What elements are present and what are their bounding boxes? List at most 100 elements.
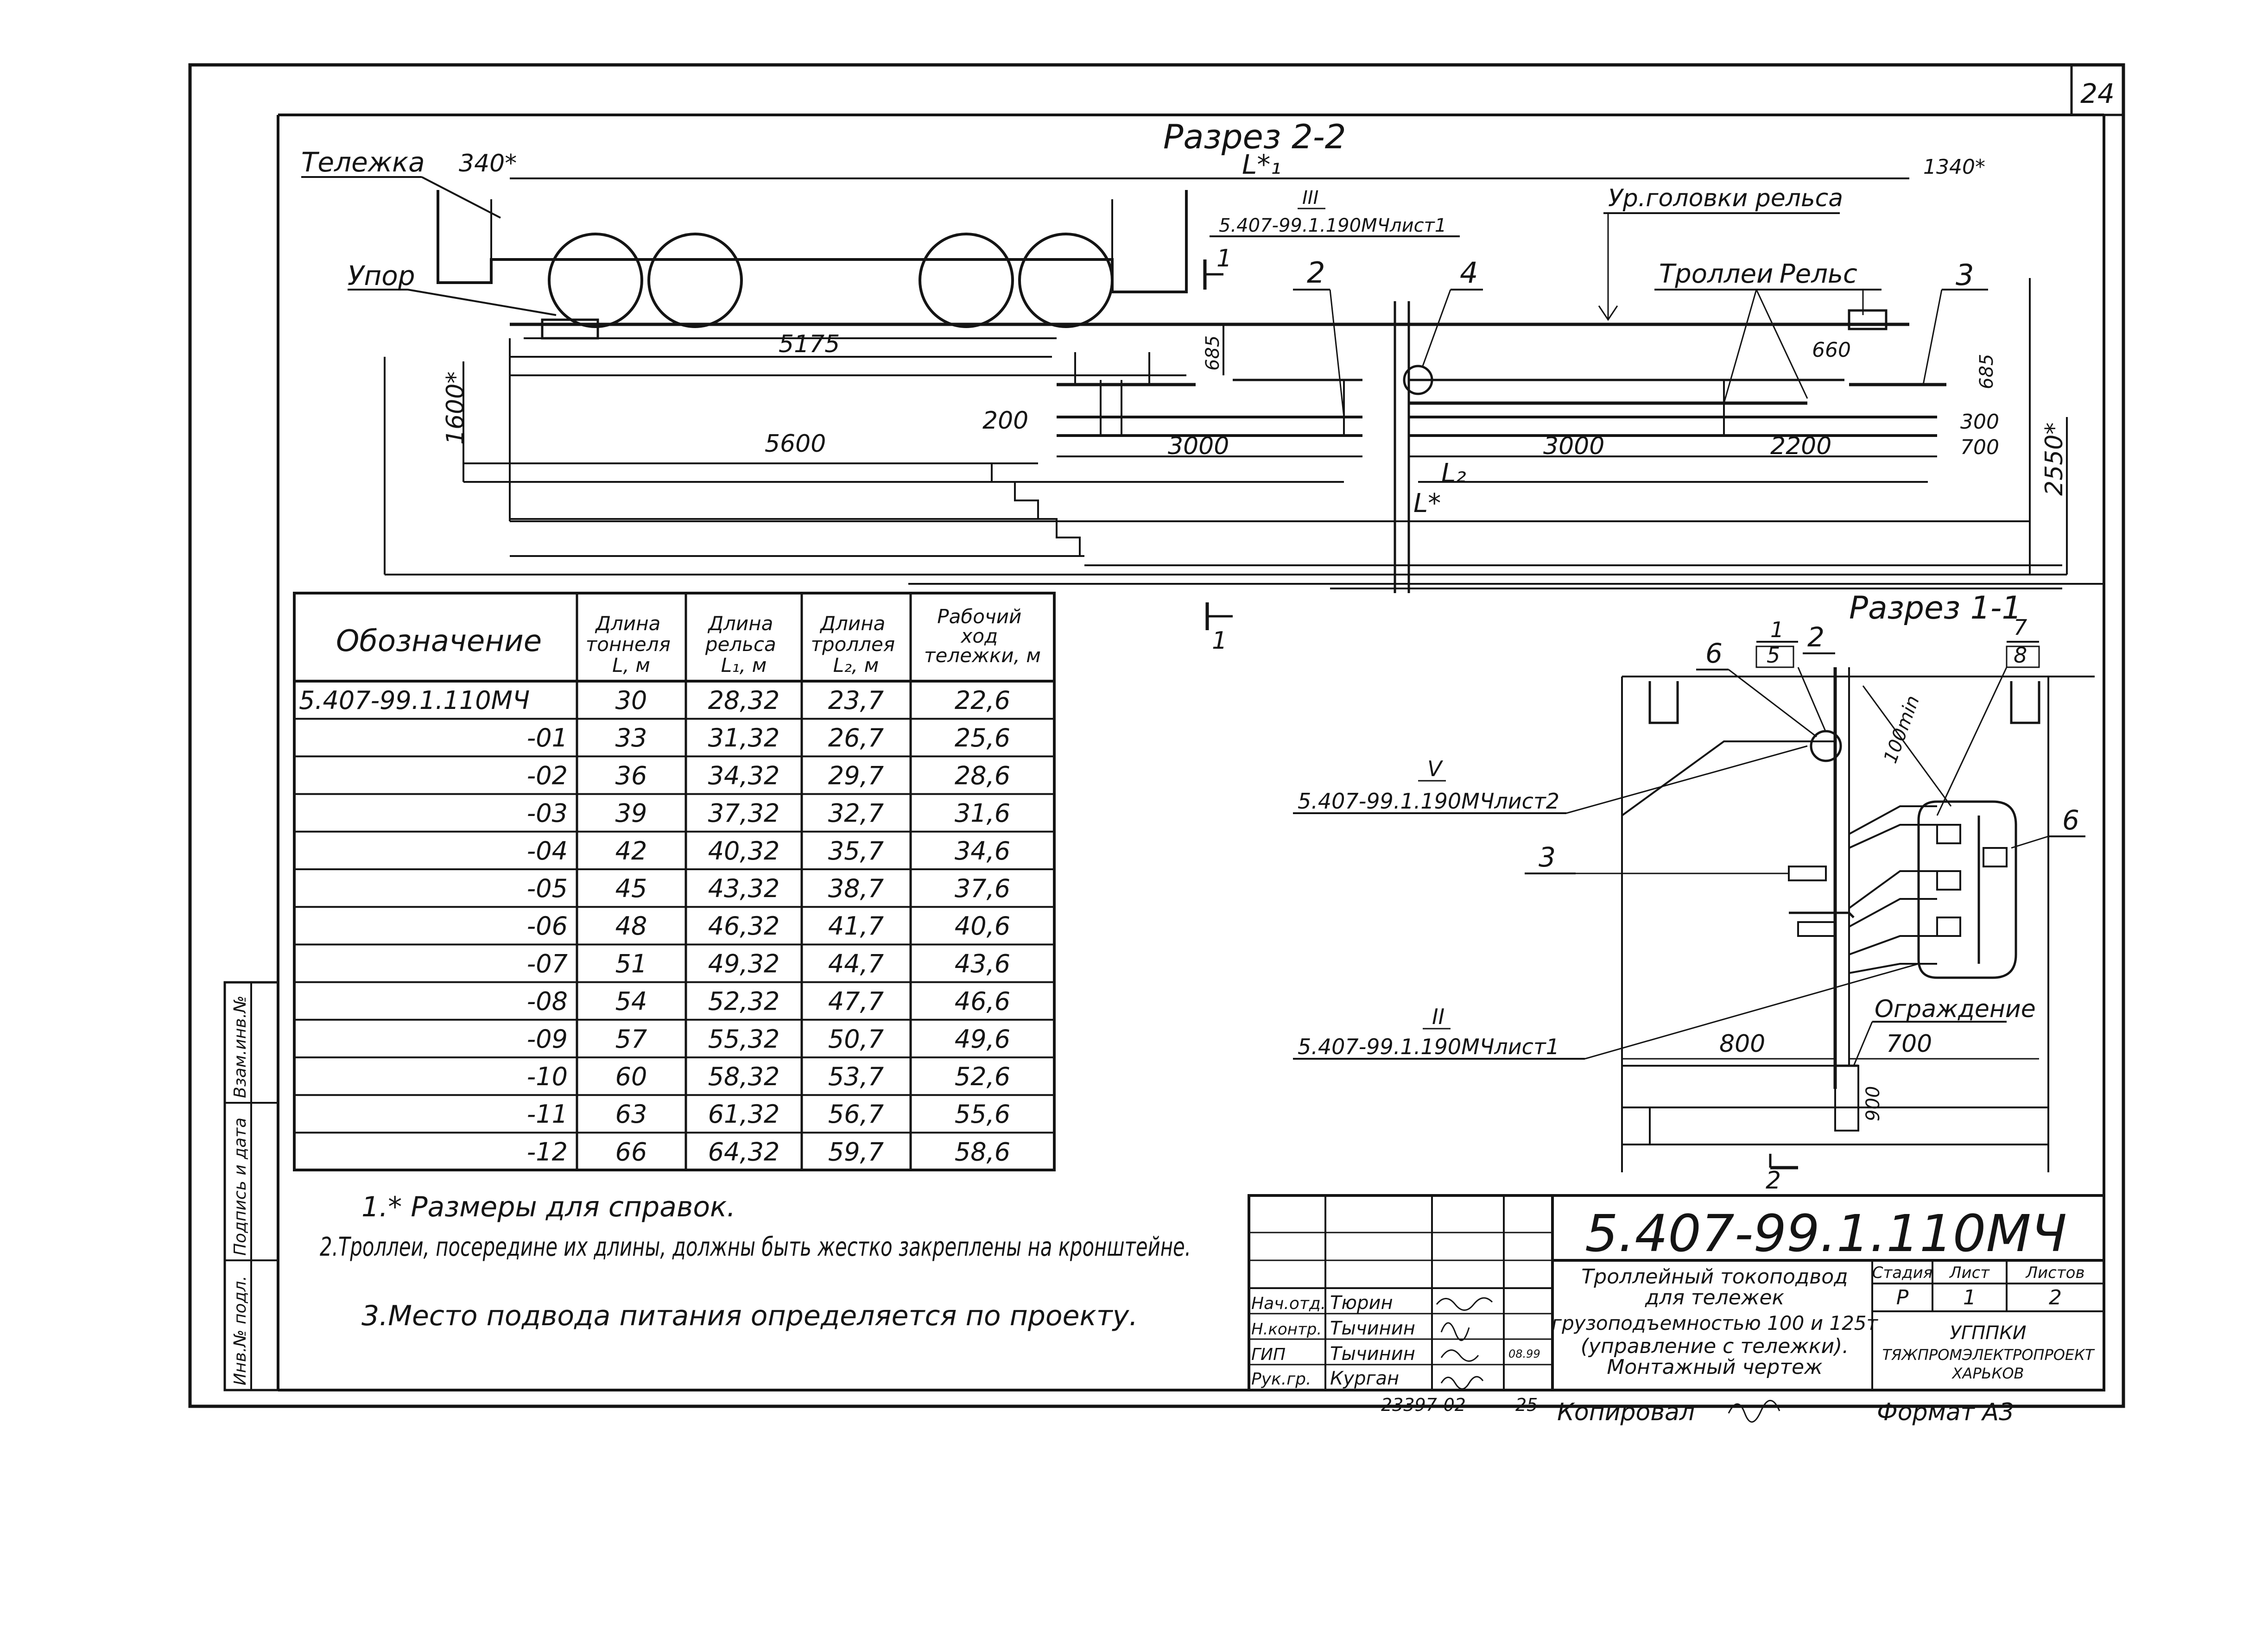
table-cell: 35,7 [828,836,884,866]
table-cell: 32,7 [828,799,884,828]
table-cell: 33 [615,723,647,752]
table-cell: 47,7 [828,987,884,1016]
section-2-2-title: Разрез 2-2 [1163,117,1346,156]
document-code: 5.407-99.1.110МЧ [1585,1204,2067,1263]
stamp-replace-label: Взам.инв.№ [231,995,250,1098]
section-mark-2: 2 [1766,1167,1781,1195]
dim-5175: 5175 [779,330,840,358]
table-cell: 34,6 [955,836,1010,866]
wheel-3 [919,233,1014,328]
trolleys-label: Троллеи [1659,259,1773,289]
dim-5600: 5600 [765,430,826,458]
table-cell: 22,6 [955,686,1010,715]
table-cell: 37,32 [708,799,780,828]
col-header-travel-l3: тележки, м [924,644,1041,667]
table-cell: 25,6 [955,723,1010,752]
dim-700-s1: 700 [1886,1030,1932,1058]
dim-685-right: 685 [1976,354,1997,389]
section-1-1-title: Разрез 1-1 [1849,590,2022,626]
callout-6-right: 6 [2062,804,2079,836]
table-cell: 49,6 [955,1024,1010,1054]
table-cell: 60 [615,1062,647,1091]
section-1-1: Разрез 1-1 100min [1293,590,2095,1195]
wheel-1 [548,233,643,328]
callout-7: 7 [2014,615,2027,640]
table-cell: -10 [527,1062,568,1091]
title-block: 5.407-99.1.110МЧ Троллейный токоподвод д… [1248,1194,2105,1391]
spacing-100min: 100min [1880,693,1924,766]
sheet-header: Лист [1949,1264,1990,1282]
dim-900: 900 [1863,1086,1884,1121]
col-header-travel-l2: ход [960,625,998,647]
dim-700: 700 [1960,436,1999,459]
wheel-4 [1018,233,1114,328]
table-cell: -09 [527,1024,568,1054]
sheets-header: Листов [2025,1264,2084,1282]
footer-format: Формат А3 [1877,1398,2014,1426]
stage-value: Р [1896,1286,1909,1309]
callout-1-bottom: 1 [1212,627,1227,655]
ref-ii-text: 5.407-99.1.190МЧлист1 [1298,1034,1559,1059]
table-cell: 51 [615,949,647,978]
callout-3: 3 [1956,258,1974,292]
stamp-inv-label: Инв.№ подл. [231,1276,250,1385]
wheel-2 [647,233,743,328]
note-3: 3.Место подвода питания определяется по … [361,1300,1138,1332]
col-header-rail-l2: рельса [705,633,776,656]
table-cell: 43,6 [955,949,1010,978]
table-cell: 38,7 [828,874,884,903]
section-2-2: Разрез 2-2 L*₁ Тележка 340* Упор 5175 [301,117,2104,655]
dim-l-label: L* [1413,488,1441,518]
table-cell: 39 [615,799,647,828]
table-cell: 28,32 [708,686,780,715]
stamp-signature-label: Подпись и дата [231,1118,250,1256]
dim-2200: 2200 [1770,432,1831,460]
dim-800: 800 [1719,1030,1765,1058]
table-cell: 55,32 [708,1024,780,1054]
table-cell: 61,32 [708,1100,780,1129]
table-cell: 53,7 [828,1062,884,1091]
trolley-label: Тележка [301,146,425,178]
table-cell: 44,7 [828,949,884,978]
rail-head-level-label: Ур.головки рельса [1608,184,1843,212]
table-cell: 30 [615,686,647,715]
col-header-trolley-l2: троллея [811,633,895,656]
signer-1-role: Нач.отд. [1251,1294,1326,1313]
detail-4-marker [1403,365,1433,395]
stop-label: Упор [348,260,415,291]
table-cell: 54 [615,987,647,1016]
table-cell: 41,7 [828,911,884,941]
stage-header: Стадия [1872,1264,1932,1282]
col-header-trolley-wire: Длина троллея L₂, м [811,612,901,677]
table-cell: 34,32 [708,761,780,790]
table-cell: -01 [527,723,568,752]
dim-340: 340* [459,150,517,177]
col-header-tunnel-l1: Длина [595,612,660,635]
doc-name-line-2: для тележек [1645,1286,1785,1309]
signature-4 [1440,1376,1484,1390]
table-cell: -05 [527,874,568,903]
table-cell: 57 [615,1024,647,1054]
footer-copied-label: Копировал [1557,1398,1695,1426]
signature-1 [1436,1297,1493,1311]
org-line-1: УГППКИ [1950,1322,2026,1344]
signature-3 [1440,1349,1479,1362]
table-cell: 59,7 [828,1137,884,1166]
org-line-2: ТЯЖПРОМЭЛЕКТРОПРОЕКТ [1882,1346,2095,1364]
table-cell: 46,32 [708,911,780,941]
fence-label: Ограждение [1875,995,2036,1023]
table-cell: 23,7 [828,686,884,715]
col-header-tunnel-l2: тоннеля [586,633,671,656]
copier-signature [1728,1400,1780,1423]
table-cell: 29,7 [828,761,884,790]
table-cell: 43,32 [708,874,780,903]
signer-3-role: ГИП [1251,1345,1286,1364]
dim-1600: 1600* [442,372,469,445]
table-cell: 40,6 [955,911,1010,941]
callout-1-top: 1 [1216,245,1232,272]
table-cell: 46,6 [955,987,1010,1016]
table-cell: -11 [527,1100,568,1129]
table-cell: -02 [527,761,568,790]
signer-3-name: Тычинин [1330,1343,1415,1365]
table-cell: 5.407-99.1.110МЧ [299,686,530,715]
